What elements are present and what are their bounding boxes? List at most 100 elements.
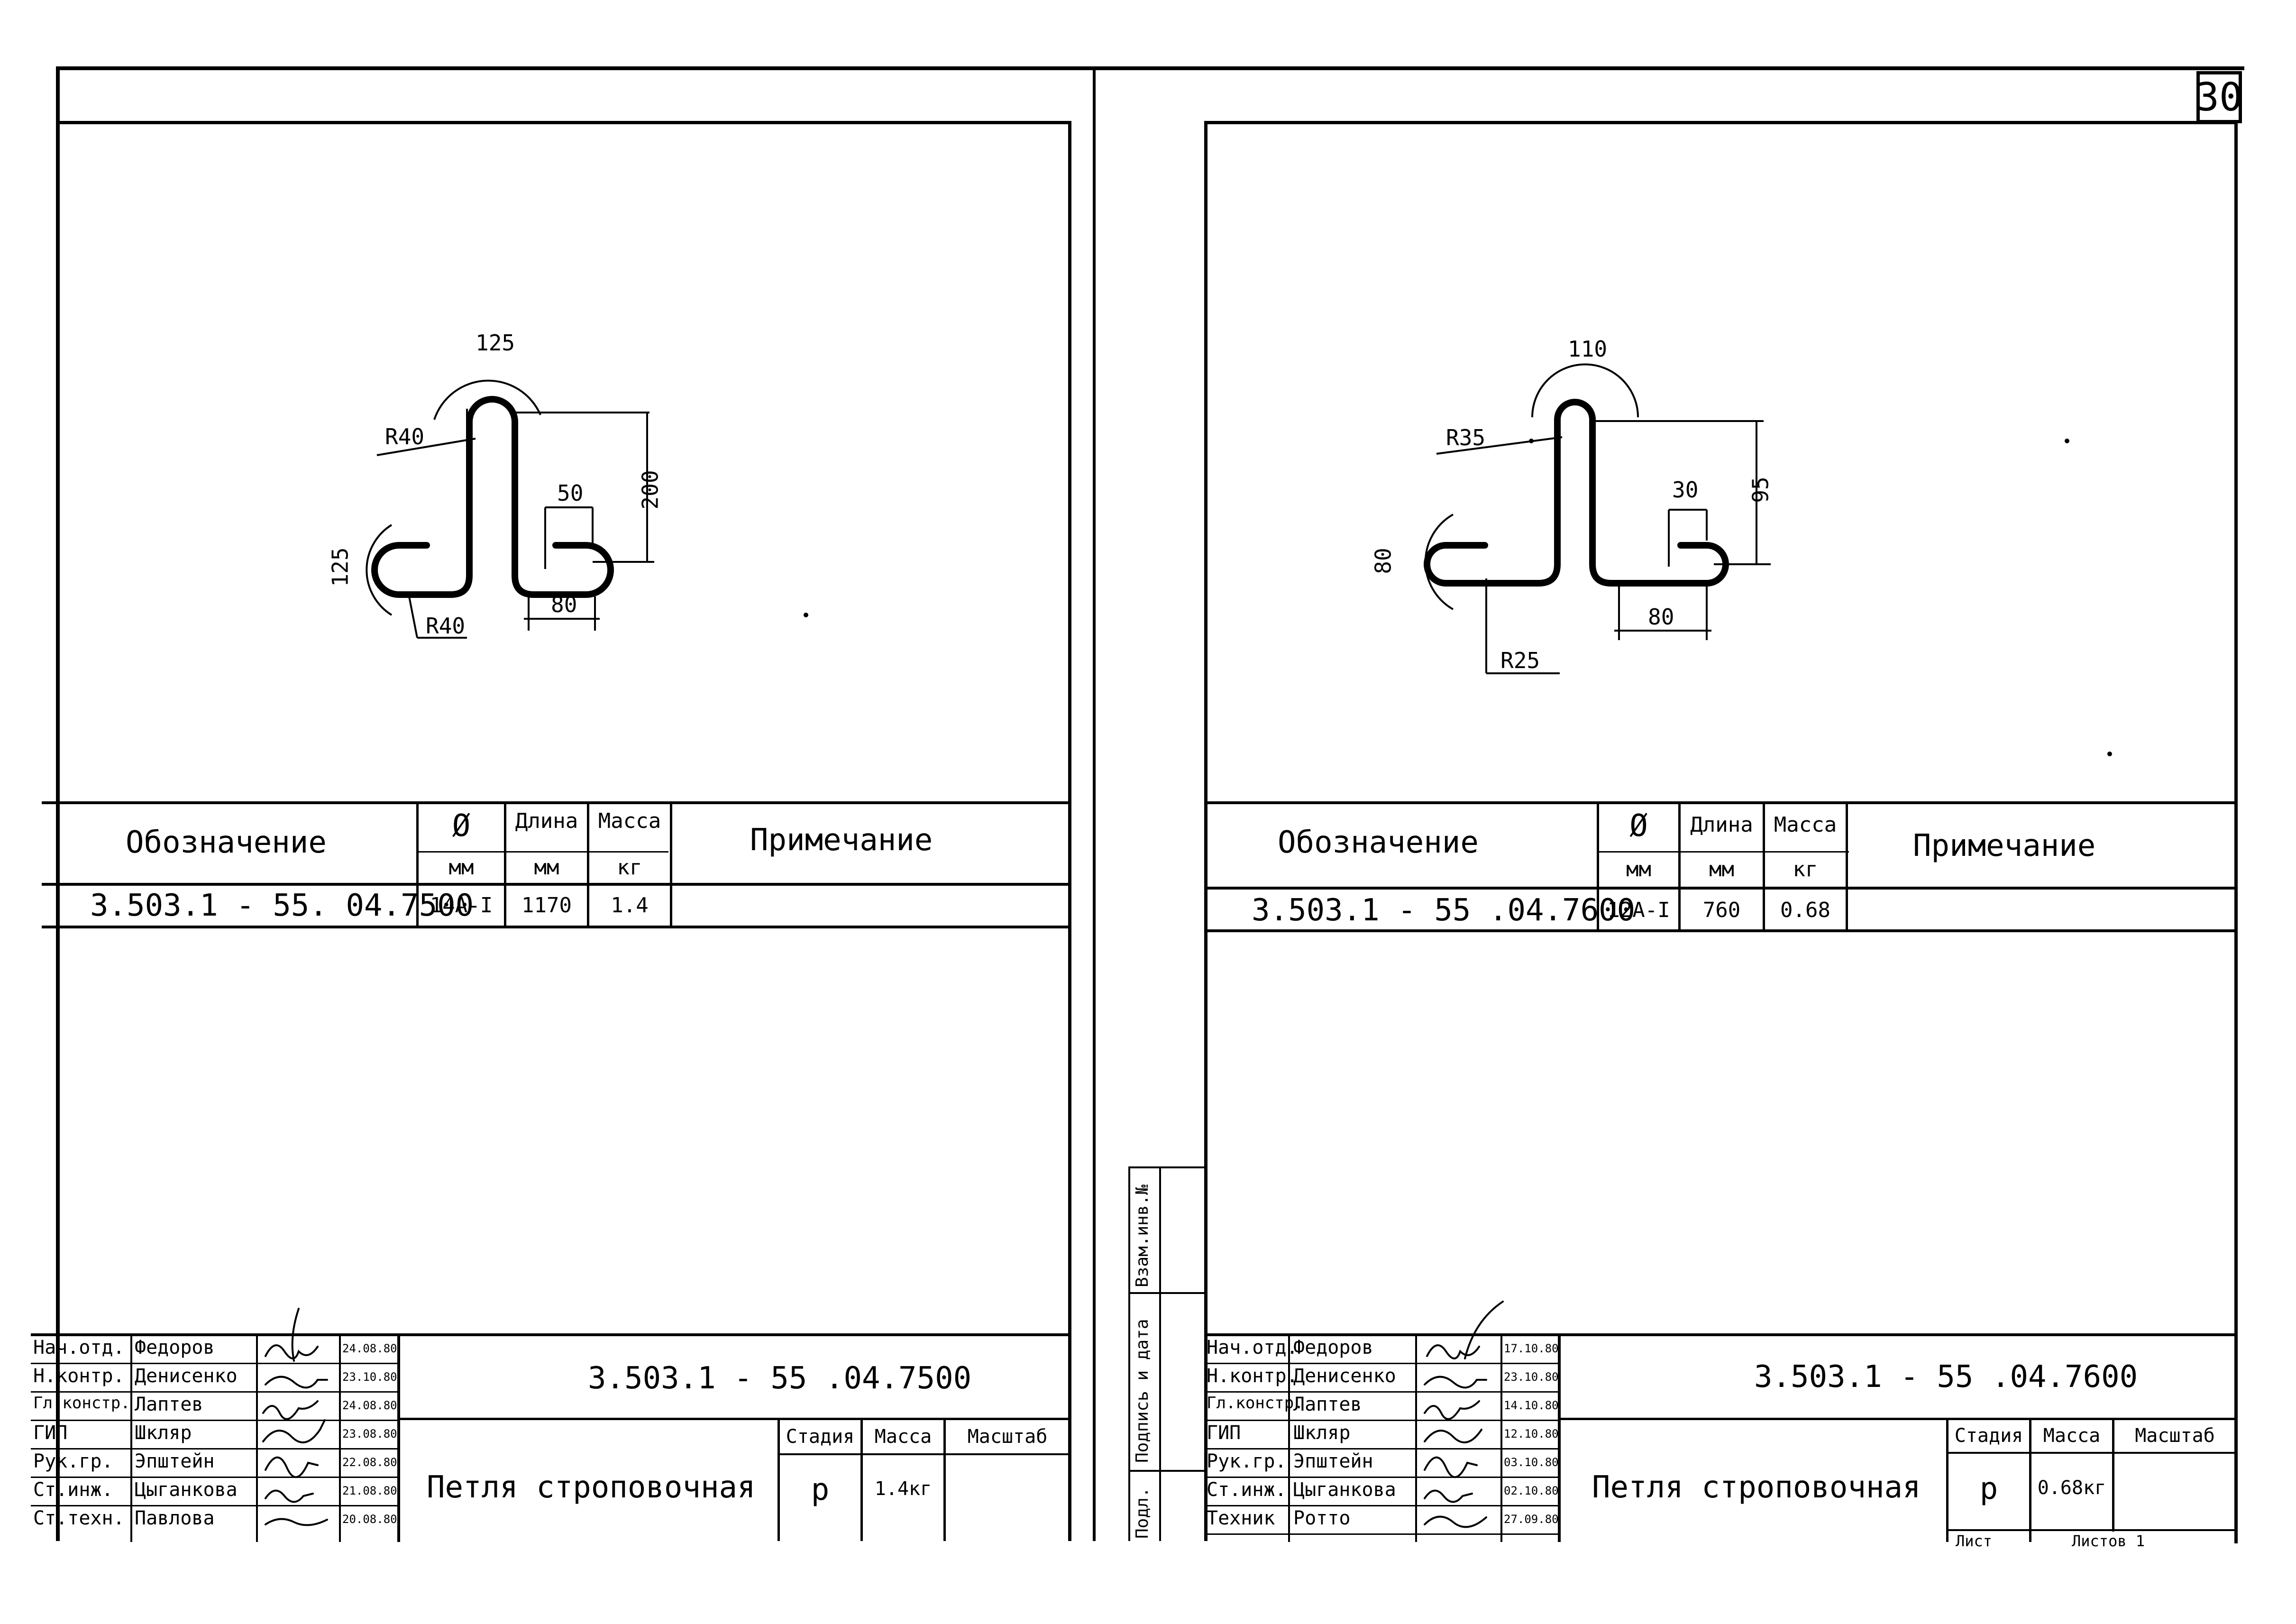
dim-foot-length: 80: [551, 592, 577, 617]
staff-role: Н.контр.: [1207, 1365, 1298, 1387]
right-tb-v1: [1288, 1333, 1290, 1542]
dim-radius-top: R40: [385, 424, 425, 450]
dim-radius-bottom: R25: [1500, 648, 1540, 673]
staff-role: Гл.констр.: [1207, 1394, 1304, 1413]
left-tb-row6: [31, 1505, 398, 1506]
staff-date: 24.08.80: [342, 1399, 397, 1412]
staff-role: ГИП: [33, 1422, 68, 1444]
staff-name: Ротто: [1293, 1507, 1351, 1529]
staff-role: Рук.гр.: [1207, 1450, 1287, 1472]
staff-date: 23.10.80: [1504, 1370, 1559, 1384]
side-stamp: Взам.инв.№ Подпись и дата Подл.: [1128, 1166, 1204, 1541]
dim-radius-bottom: R40: [426, 613, 466, 639]
staff-name: Лаптев: [135, 1394, 203, 1415]
spec-header-designation: Обозначение: [1278, 825, 1479, 860]
staff-name: Цыганкова: [1293, 1479, 1396, 1501]
side-stamp-outer: [1128, 1166, 1130, 1541]
spec-header-dia: Ø: [452, 808, 471, 844]
staff-date: 22.08.80: [342, 1456, 397, 1469]
staff-name: Федоров: [135, 1337, 215, 1358]
right-spec-v2: [1678, 801, 1681, 932]
right-tb-row1: [1204, 1363, 1560, 1364]
title-block-mass-label: Масса: [874, 1426, 932, 1448]
staff-date: 27.09.80: [1504, 1513, 1559, 1526]
sheet-top-border: [60, 66, 2244, 70]
left-spec-sub: [417, 851, 668, 853]
staff-name: Денисенко: [1293, 1365, 1396, 1387]
side-stamp-top: [1128, 1166, 1204, 1168]
title-block-scale-label: Масштаб: [2135, 1425, 2215, 1447]
staff-role: Нач.отд.: [1207, 1337, 1298, 1358]
staff-date: 23.08.80: [342, 1427, 397, 1440]
right-tb-sub: [1946, 1452, 2238, 1454]
staff-date: 14.10.80: [1504, 1399, 1559, 1412]
spec-header-mass-unit: кг: [1793, 857, 1818, 881]
title-block-sheet-label: Лист: [1956, 1532, 1993, 1550]
left-spec-bottom: [42, 926, 1071, 928]
right-frame-left: [1204, 121, 1207, 1541]
title-block-stage: р: [1979, 1471, 1998, 1506]
spec-row-dia: 14A-I: [430, 893, 493, 918]
staff-role: Рук.гр.: [33, 1450, 113, 1472]
title-block-stage: р: [811, 1472, 830, 1507]
left-spec-top: [42, 801, 1071, 804]
right-tb-row7: [1204, 1533, 1560, 1535]
staff-role: Ст.инж.: [1207, 1479, 1287, 1501]
left-spec-v1: [416, 801, 419, 927]
title-block-mass: 1.4кг: [874, 1478, 932, 1500]
spec-header-dia: Ø: [1629, 808, 1648, 844]
left-spec-v4: [670, 801, 672, 927]
spec-row-designation: 3.503.1 - 55. 04.7500: [90, 888, 474, 923]
left-tb-sub: [778, 1453, 1071, 1455]
right-tb-top: [1204, 1333, 2238, 1336]
spec-row-mass: 1.4: [611, 893, 649, 918]
spec-header-mass: Масса: [598, 809, 661, 833]
title-block-name: Петля строповочная: [427, 1470, 756, 1505]
title-block-code: 3.503.1 - 55 .04.7500: [588, 1361, 972, 1396]
right-spec-sub: [1598, 851, 1849, 853]
left-tb-v6: [860, 1418, 863, 1541]
right-tb-lower: [1946, 1529, 2238, 1531]
spec-header-length: Длина: [1690, 813, 1753, 837]
spec-header-length-unit: мм: [1709, 857, 1734, 881]
right-tb-row4: [1204, 1448, 1560, 1450]
staff-name: Денисенко: [135, 1365, 238, 1387]
spec-header-note: Примечание: [750, 823, 933, 858]
left-tb-row4: [31, 1448, 398, 1450]
spec-row-length: 760: [1702, 898, 1741, 922]
left-spec-v2: [504, 801, 506, 927]
right-spec-bottom: [1204, 929, 2238, 932]
right-tb-v2: [1415, 1333, 1417, 1542]
staff-role: Нач.отд.: [33, 1337, 125, 1358]
sheet-divider: [1093, 66, 1096, 1541]
left-tb-row3: [31, 1420, 398, 1421]
spec-row-length: 1170: [521, 893, 572, 918]
staff-role: Гл.констр.: [33, 1394, 130, 1413]
staff-name: Лаптев: [1293, 1394, 1362, 1415]
spec-header-note: Примечание: [1913, 828, 2096, 863]
left-sheet: 125 R40 200 50 125 80 R40 Обозначение Ø …: [0, 0, 1095, 1624]
staff-date: 03.10.80: [1504, 1456, 1559, 1469]
spec-header-designation: Обозначение: [126, 825, 327, 860]
spec-header-length-unit: мм: [534, 855, 559, 880]
right-spec-v4: [1846, 801, 1848, 932]
title-block-mass: 0.68кг: [2037, 1477, 2106, 1499]
right-spec-top: [1204, 801, 2238, 804]
staff-date: 12.10.80: [1504, 1427, 1559, 1440]
staff-role: Ст.техн.: [33, 1507, 125, 1529]
sheet-right-border: [2234, 121, 2238, 1543]
dim-top-width: 110: [1568, 336, 1608, 362]
spec-header-dia-unit: мм: [448, 855, 474, 880]
left-tb-v1: [130, 1333, 132, 1542]
title-block-stage-label: Стадия: [1954, 1425, 2023, 1447]
left-tb-v5: [778, 1418, 780, 1541]
staff-name: Федоров: [1293, 1337, 1373, 1358]
right-tb-v3: [1500, 1333, 1502, 1542]
staff-date: 21.08.80: [342, 1484, 397, 1497]
spec-header-mass-unit: кг: [617, 855, 642, 880]
staff-date: 17.10.80: [1504, 1342, 1559, 1355]
left-tb-v3: [339, 1333, 341, 1542]
left-tb-top: [31, 1333, 1071, 1336]
left-tb-v7: [943, 1418, 946, 1541]
dim-foot-gap: 30: [1672, 477, 1699, 503]
